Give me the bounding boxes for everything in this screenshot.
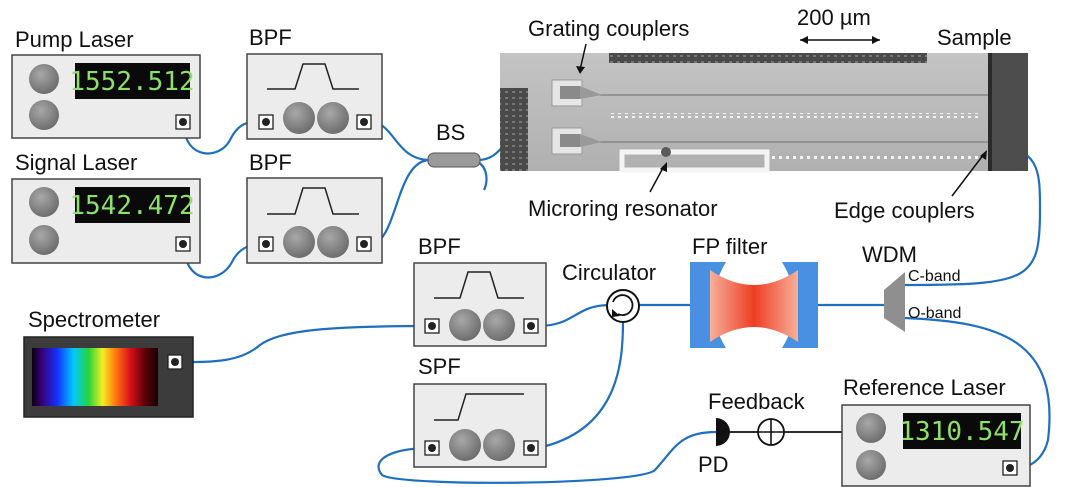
spectrum-display [32,348,158,406]
bpf-output-knob-1[interactable] [449,309,481,341]
reference-display [903,413,1021,449]
spectrometer-label: Spectrometer [28,307,160,332]
bpf-output-knob-2[interactable] [483,309,515,341]
feedback-label: Feedback [708,389,806,414]
bandpass-icon [267,187,359,215]
spectrometer [23,336,194,418]
microring-arrow [649,165,665,193]
bandpass-icon [434,271,524,299]
bpf-pump-knob-1[interactable] [283,102,315,134]
circulator [606,289,640,323]
wdm [884,272,905,332]
edge-couplers-arrow [951,153,985,197]
pump-display [75,63,190,99]
fp-mirror-left [690,262,726,348]
sum-junction-icon [757,418,785,446]
signal-knob-2[interactable] [29,225,59,255]
fp-filter [690,262,818,348]
microring-label: Microring resonator [528,196,718,221]
beam-splitter [427,152,481,168]
reference-knob-1[interactable] [856,413,886,443]
reference-knob-2[interactable] [856,450,886,480]
bpf-signal [246,177,383,264]
fiber-circulator-to-bpf [537,303,611,328]
circulator-arrow-icon [612,294,634,316]
pump-knob-2[interactable] [29,100,59,130]
circulator-label: Circulator [562,260,656,285]
pump-knob-1[interactable] [29,64,59,94]
grating-couplers-label: Grating couplers [528,16,689,41]
signal-laser-label: Signal Laser [15,150,137,175]
fp-cavity-mode [710,270,798,342]
bs-label: BS [436,120,465,145]
bandpass-icon [267,63,359,90]
grating-arrow [579,43,587,71]
bpf-signal-knob-1[interactable] [283,226,315,258]
reference-wavelength: 1310.547 [899,417,1024,447]
spf-knob-2[interactable] [483,429,515,461]
fp-mirror-right [782,262,818,348]
fiber-bs-stub [477,161,488,191]
reference-laser-label: Reference Laser [843,375,1006,400]
signal-wavelength: 1542.472 [69,191,194,221]
signal-knob-1[interactable] [29,187,59,217]
bpf-pump-knob-2[interactable] [317,102,349,134]
c-band-label: C-band [908,268,960,285]
signal-display [75,187,190,223]
bpf-signal-label: BPF [249,150,292,175]
bpf-output [413,262,547,347]
spf-knob-1[interactable] [449,429,481,461]
pd-label: PD [698,452,729,477]
scale-bar-label: 200 µm [797,5,871,30]
fiber-spf-to-pd [377,430,717,484]
pump-wavelength: 1552.512 [69,67,194,97]
fiber-bpf-to-spectrometer [181,324,433,364]
bpf-pump [246,53,383,140]
wdm-label: WDM [862,242,917,267]
spf [413,383,547,468]
signal-laser: 1542.472 [11,178,201,264]
bpf-output-label: BPF [418,234,461,259]
fp-filter-label: FP filter [692,234,767,259]
pump-laser: 1552.512 [11,54,201,139]
shortpass-icon [434,393,524,421]
spf-label: SPF [418,354,461,379]
bpf-pump-label: BPF [249,25,292,50]
bpf-signal-knob-2[interactable] [317,226,349,258]
reference-laser: 1310.547 [841,404,1031,487]
chip-micrograph [500,53,1028,173]
edge-couplers-label: Edge couplers [834,198,975,223]
pump-laser-label: Pump Laser [15,27,134,52]
sample-label: Sample [937,25,1012,50]
o-band-label: O-band [908,305,961,322]
